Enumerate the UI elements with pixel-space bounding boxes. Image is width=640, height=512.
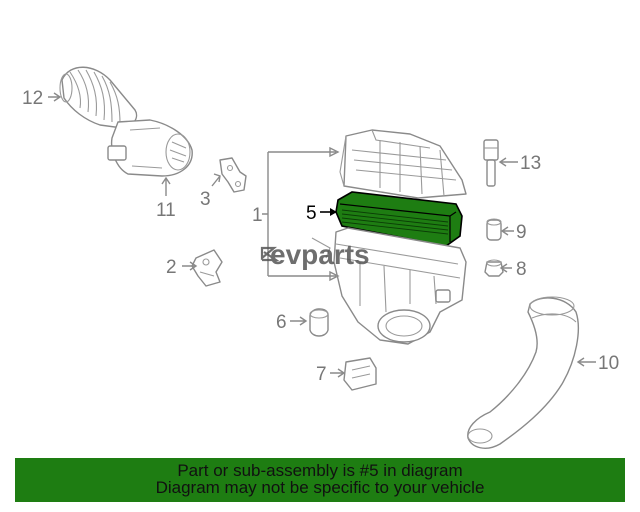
air-cleaner-cover[interactable] bbox=[339, 129, 467, 199]
leader-2 bbox=[182, 261, 198, 271]
callout-9: 9 bbox=[516, 222, 527, 243]
callout-1: 1 bbox=[252, 205, 263, 226]
leader-7 bbox=[330, 368, 346, 378]
air-cleaner-lower-housing[interactable] bbox=[311, 227, 467, 345]
leader-1 bbox=[262, 151, 336, 277]
leader-9 bbox=[500, 226, 514, 236]
callout-3: 3 bbox=[200, 189, 211, 210]
part-6-mount[interactable] bbox=[309, 308, 329, 337]
leader-10 bbox=[576, 357, 596, 367]
callout-5: 5 bbox=[306, 203, 317, 224]
callout-2: 2 bbox=[166, 257, 177, 278]
part-2-bracket[interactable] bbox=[191, 249, 223, 287]
notice-banner: Part or sub-assembly is #5 in diagram Di… bbox=[15, 458, 625, 502]
part-11-airflow-sensor[interactable] bbox=[107, 119, 193, 177]
callout-13: 13 bbox=[520, 153, 541, 174]
part-12-intake-hose[interactable] bbox=[59, 66, 138, 129]
callout-6: 6 bbox=[276, 312, 287, 333]
callout-11: 11 bbox=[156, 200, 176, 221]
callout-12: 12 bbox=[22, 88, 43, 109]
watermark-text: evparts bbox=[270, 239, 370, 270]
leader-11 bbox=[161, 176, 171, 196]
part-7-insulator[interactable] bbox=[343, 357, 377, 391]
leader-13 bbox=[498, 157, 518, 167]
leader-8 bbox=[499, 263, 512, 273]
callout-10: 10 bbox=[598, 353, 619, 374]
callout-7: 7 bbox=[316, 364, 327, 385]
banner-line-1: Part or sub-assembly is #5 in diagram bbox=[177, 461, 463, 480]
part-13-sensor[interactable] bbox=[483, 139, 499, 187]
watermark-logo: evparts bbox=[260, 239, 370, 270]
part-3-bracket[interactable] bbox=[219, 157, 247, 193]
part-10-intake-duct[interactable] bbox=[467, 296, 579, 449]
leader-6 bbox=[290, 316, 308, 326]
leader-12 bbox=[48, 92, 62, 102]
leader-lines bbox=[48, 92, 596, 378]
part-5-air-filter[interactable] bbox=[335, 191, 463, 247]
banner-line-2: Diagram may not be specific to your vehi… bbox=[155, 478, 485, 497]
part-9-grommet[interactable] bbox=[486, 218, 502, 241]
part-8-bushing[interactable] bbox=[484, 259, 504, 277]
leader-3 bbox=[211, 173, 221, 187]
callout-8: 8 bbox=[516, 259, 527, 280]
